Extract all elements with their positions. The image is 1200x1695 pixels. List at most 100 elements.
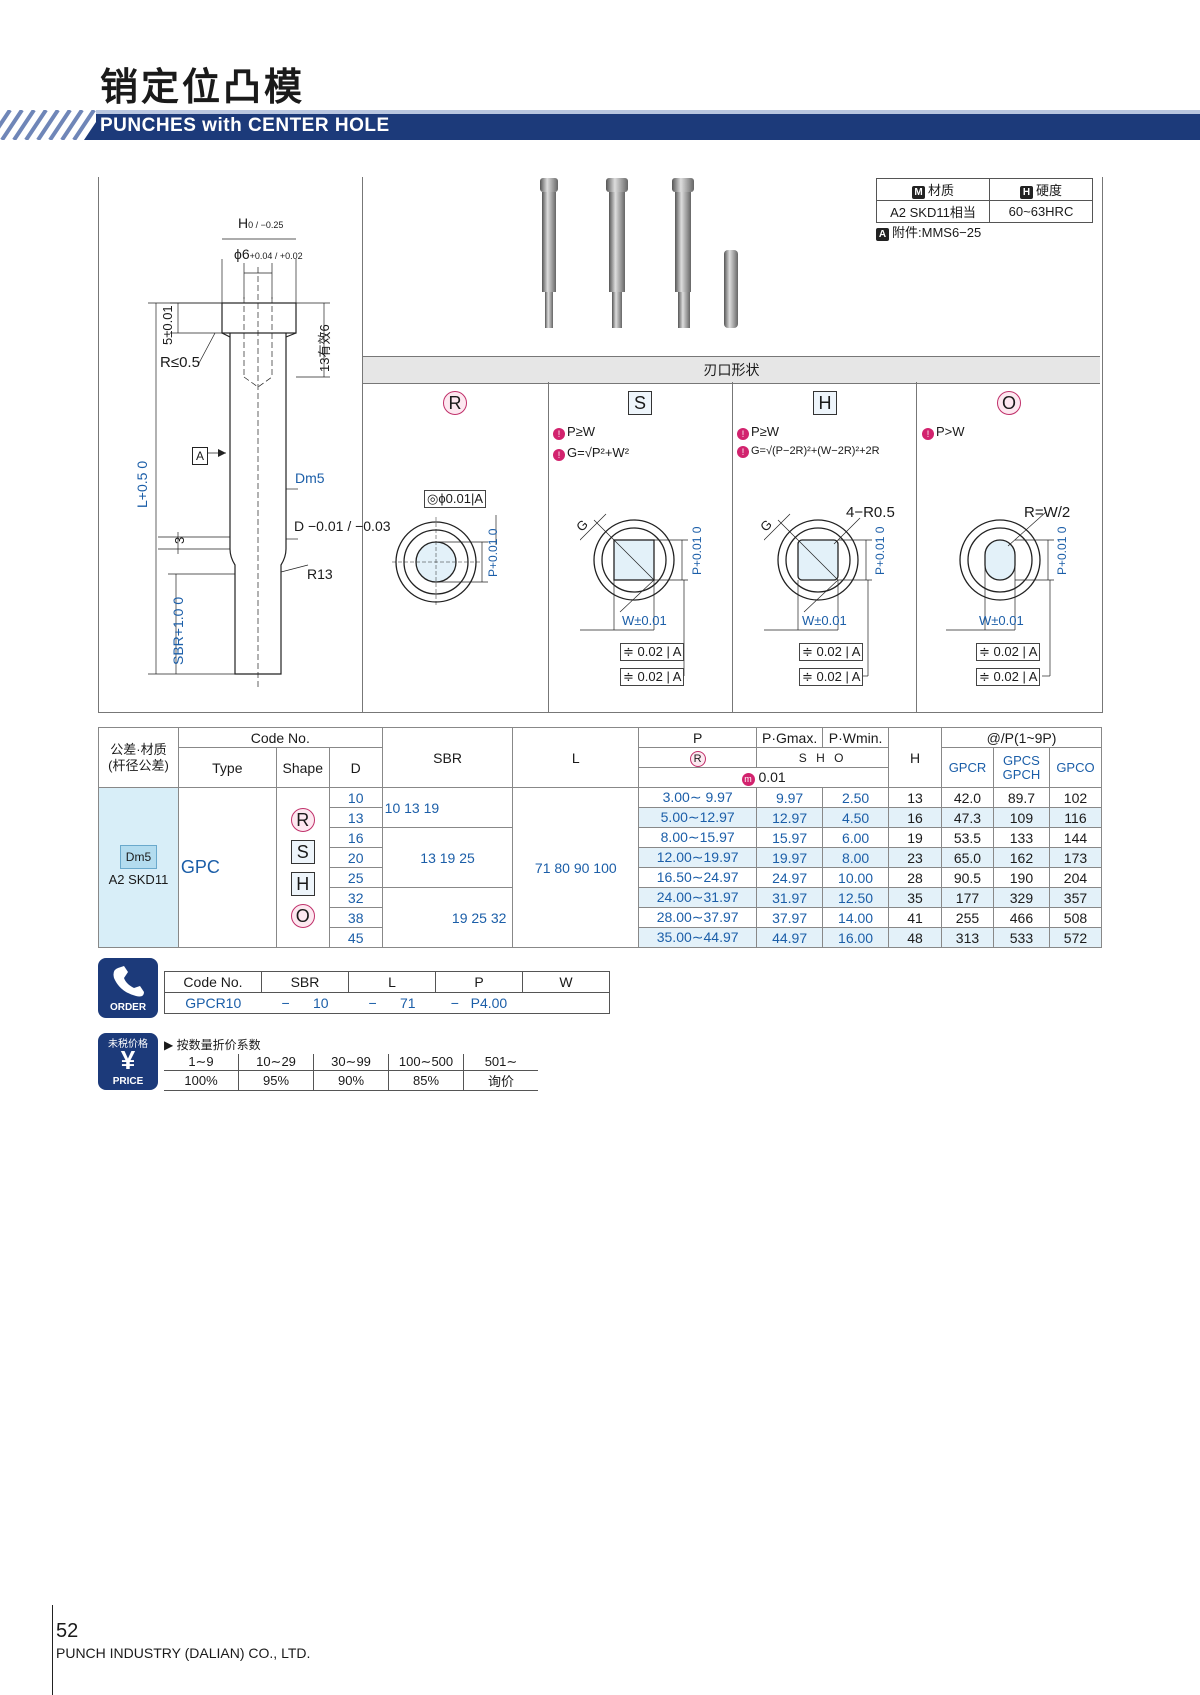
cell-p: 24.00∼31.97 xyxy=(638,887,758,908)
th-gpcr: GPCR xyxy=(940,747,994,788)
th-type: Type xyxy=(177,747,277,788)
cell-pg: 15.97 xyxy=(756,827,824,848)
shape-r-p: P+0.01 0 xyxy=(486,528,500,577)
cell-l: 71 80 90 100 xyxy=(512,787,640,948)
cell-p: 12.00∼19.97 xyxy=(638,847,758,868)
cell-gpco: 508 xyxy=(1048,907,1103,928)
cell-gpcr: 255 xyxy=(940,907,994,928)
cell-pw: 2.50 xyxy=(822,787,890,808)
th-unit: m 0.01 xyxy=(638,767,890,788)
cell-gpcr: 42.0 xyxy=(940,787,994,808)
dim-r13: R13 xyxy=(307,566,333,582)
cell-sbr-2: 13 19 25 xyxy=(381,827,514,888)
hardness-value: 60~63HRC xyxy=(989,200,1093,223)
cell-pg: 44.97 xyxy=(756,927,824,948)
cell-type: GPC xyxy=(177,787,277,948)
shape-h-label: H xyxy=(813,391,837,415)
price-title: ▶ 按数量折价系数 xyxy=(164,1038,261,1052)
cell-h: 19 xyxy=(888,827,942,848)
th-tolerance: 公差·材质 (杆径公差) xyxy=(98,727,179,788)
shape-h-p: P+0.01 0 xyxy=(873,526,887,575)
cell-gpco: 572 xyxy=(1048,927,1103,948)
cell-sbr-3: 19 25 32 xyxy=(381,887,514,948)
dim-13: 13有效6 xyxy=(317,324,332,372)
cell-pw: 16.00 xyxy=(822,927,890,948)
shape-s-tol2: ≑ 0.02 | A xyxy=(620,668,685,686)
page-number: 52 xyxy=(56,1620,79,1642)
cell-gpco: 116 xyxy=(1048,807,1103,828)
footer-line xyxy=(52,1605,53,1695)
dim-sbr: SBR+1.0 0 xyxy=(170,596,186,665)
shape-o-w: W±0.01 xyxy=(979,613,1024,628)
dim-dm5: Dm5 xyxy=(295,470,325,486)
cell-d: 25 xyxy=(328,867,383,888)
th-l: L xyxy=(512,727,640,788)
shape-s-cond1: !P≥W xyxy=(553,424,595,440)
shape-o-r: R=W/2 xyxy=(1024,504,1071,521)
order-icon: ORDER xyxy=(98,958,158,1018)
cell-shapes: R S H O xyxy=(275,787,330,948)
cell-d: 16 xyxy=(328,827,383,848)
dim-d-tol: D −0.01 / −0.03 xyxy=(294,518,391,534)
shape-r-geom: ◎ϕ0.01|A xyxy=(424,490,486,508)
cell-tol-mat: Dm5 A2 SKD11 xyxy=(98,787,179,948)
cell-gpcr: 65.0 xyxy=(940,847,994,868)
order-h-w: W xyxy=(522,971,610,993)
th-code: Code No. xyxy=(177,727,383,748)
shape-r-drawing xyxy=(392,515,497,607)
cell-h: 28 xyxy=(888,867,942,888)
shape-r-label: R xyxy=(443,391,467,415)
cell-p: 5.00∼12.97 xyxy=(638,807,758,828)
shape-h-cond2: !G=√(P−2R)²+(W−2R)²+2R xyxy=(737,445,880,458)
cell-gpcs: 533 xyxy=(992,927,1050,948)
shape-o-p: P+0.01 0 xyxy=(1055,526,1069,575)
cell-pg: 24.97 xyxy=(756,867,824,888)
cell-p: 16.50∼24.97 xyxy=(638,867,758,888)
shape-h-cond1: !P≥W xyxy=(737,424,779,440)
th-at: @/P(1~9P) xyxy=(940,727,1103,748)
cell-gpco: 144 xyxy=(1048,827,1103,848)
page-title-en: PUNCHES with CENTER HOLE xyxy=(100,115,390,136)
shape-s-label: S xyxy=(628,391,652,415)
cell-gpcs: 133 xyxy=(992,827,1050,848)
cell-pw: 12.50 xyxy=(822,887,890,908)
cell-gpcs: 109 xyxy=(992,807,1050,828)
cell-gpcr: 90.5 xyxy=(940,867,994,888)
cell-d: 13 xyxy=(328,807,383,828)
cell-pw: 6.00 xyxy=(822,827,890,848)
cell-gpco: 204 xyxy=(1048,867,1103,888)
cell-gpco: 102 xyxy=(1048,787,1103,808)
cell-gpco: 173 xyxy=(1048,847,1103,868)
cell-p: 28.00∼37.97 xyxy=(638,907,758,928)
order-w xyxy=(522,992,610,1014)
cell-p: 35.00∼44.97 xyxy=(638,927,758,948)
frame-divider xyxy=(362,177,363,712)
order-h-p: P xyxy=(435,971,523,993)
cell-gpcr: 53.5 xyxy=(940,827,994,848)
cell-gpcs: 162 xyxy=(992,847,1050,868)
shape-s-w: W±0.01 xyxy=(622,613,667,628)
cell-d: 10 xyxy=(328,787,383,808)
order-sbr: − 10 xyxy=(261,992,349,1014)
dim-r05: R≤0.5 xyxy=(160,354,200,371)
cell-gpcs: 89.7 xyxy=(992,787,1050,808)
cell-d: 20 xyxy=(328,847,383,868)
order-example-table: Code No. SBR L P W GPCR10 − 10 − 71 − P4… xyxy=(164,971,610,1014)
cell-pg: 19.97 xyxy=(756,847,824,868)
th-p: P xyxy=(638,727,758,748)
shape-h-w: W±0.01 xyxy=(802,613,847,628)
title-banner: PUNCHES with CENTER HOLE xyxy=(0,110,1200,140)
cell-gpcr: 47.3 xyxy=(940,807,994,828)
cell-d: 45 xyxy=(328,927,383,948)
product-photo xyxy=(540,178,738,328)
shape-o-tol1: ≑ 0.02 | A xyxy=(976,643,1041,661)
cell-p: 3.00∼ 9.97 xyxy=(638,787,758,808)
th-d: D xyxy=(328,747,383,788)
cell-h: 13 xyxy=(888,787,942,808)
punch-drawing xyxy=(148,238,330,687)
cell-h: 23 xyxy=(888,847,942,868)
shape-s-tol1: ≑ 0.02 | A xyxy=(620,643,685,661)
cell-gpcs: 329 xyxy=(992,887,1050,908)
